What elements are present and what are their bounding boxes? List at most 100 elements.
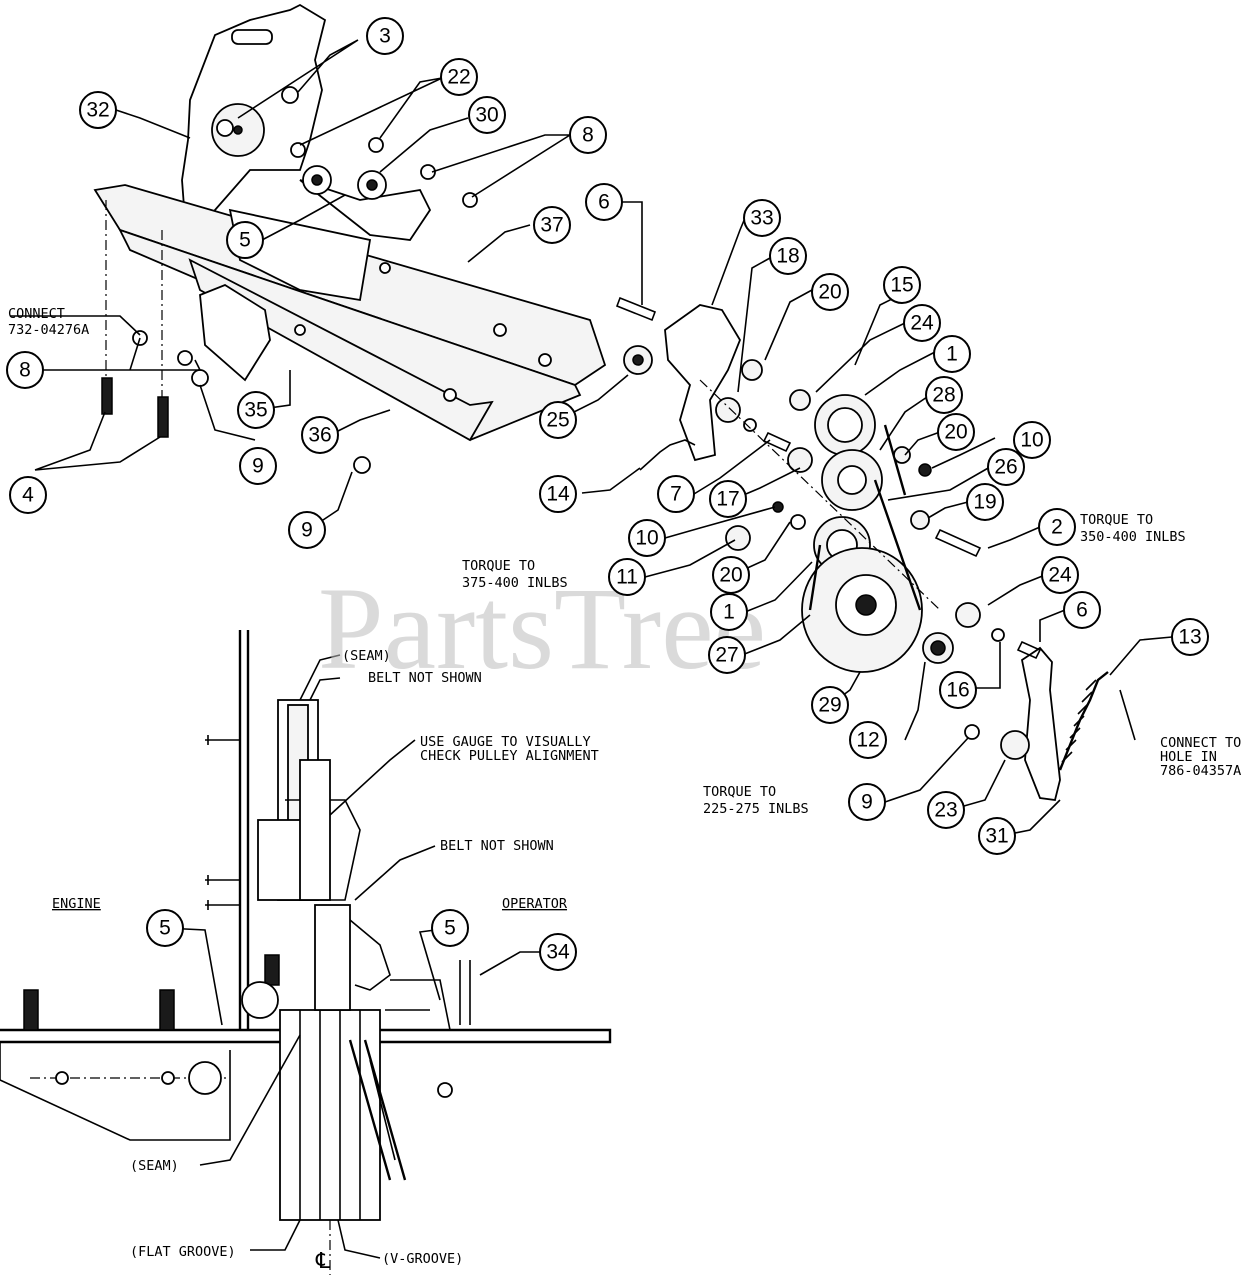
callout-29: 29 — [811, 686, 849, 724]
callout-2: 2 — [1038, 508, 1076, 546]
callout-6a: 6 — [585, 183, 623, 221]
svg-text:5: 5 — [444, 917, 456, 940]
svg-text:29: 29 — [818, 694, 841, 717]
callout-6b: 6 — [1063, 591, 1101, 629]
callout-18: 18 — [769, 237, 807, 275]
callout-1b: 1 — [710, 593, 748, 631]
callout-36: 36 — [301, 416, 339, 454]
callout-4: 4 — [9, 476, 47, 514]
label-engine: ENGINE — [52, 896, 101, 912]
svg-text:6: 6 — [598, 191, 610, 214]
svg-text:4: 4 — [22, 484, 34, 507]
svg-text:37: 37 — [540, 214, 563, 237]
pulley-assembly — [615, 296, 1109, 801]
callout-30: 30 — [468, 96, 506, 134]
svg-text:17: 17 — [716, 488, 739, 511]
callout-16: 16 — [939, 671, 977, 709]
callout-17: 17 — [709, 480, 747, 518]
note-connect-786-hole: HOLE IN — [1160, 749, 1217, 765]
callout-20a: 20 — [811, 273, 849, 311]
callout-28: 28 — [925, 376, 963, 414]
svg-text:2: 2 — [1051, 516, 1063, 539]
note-torque-375: TORQUE TO — [462, 558, 535, 574]
callout-22: 22 — [440, 58, 478, 96]
note-belt-not-shown-1: BELT NOT SHOWN — [368, 670, 482, 686]
callout-34: 34 — [539, 933, 577, 971]
svg-text:20: 20 — [818, 281, 841, 304]
callout-23: 23 — [927, 791, 965, 829]
svg-text:28: 28 — [932, 384, 955, 407]
note-torque-375-value: 375-400 INLBS — [462, 575, 568, 591]
svg-text:9: 9 — [301, 519, 313, 542]
callout-32: 32 — [79, 91, 117, 129]
frame-assembly — [93, 3, 607, 474]
callout-20c: 20 — [712, 556, 750, 594]
note-gauge-line2: CHECK PULLEY ALIGNMENT — [420, 748, 599, 764]
svg-text:19: 19 — [973, 491, 996, 514]
callout-8b: 8 — [6, 351, 44, 389]
callout-9a: 9 — [239, 447, 277, 485]
note-gauge: USE GAUGE TO VISUALLY — [420, 734, 591, 750]
callout-35: 35 — [237, 391, 275, 429]
svg-text:31: 31 — [985, 825, 1008, 848]
callout-26: 26 — [987, 448, 1025, 486]
svg-text:22: 22 — [447, 66, 470, 89]
note-connect-732-part: 732-04276A — [8, 322, 89, 338]
svg-text:8: 8 — [582, 124, 594, 147]
note-connect-786: CONNECT TO — [1160, 735, 1241, 751]
svg-text:15: 15 — [890, 274, 913, 297]
svg-text:10: 10 — [1020, 429, 1043, 452]
callout-24b: 24 — [1041, 556, 1079, 594]
svg-text:24: 24 — [910, 312, 934, 335]
callout-20b: 20 — [937, 413, 975, 451]
note-seam-top: (SEAM) — [342, 648, 391, 664]
svg-text:11: 11 — [616, 566, 638, 589]
callout-10a: 10 — [1013, 421, 1051, 459]
note-torque-350: TORQUE TO — [1080, 512, 1153, 528]
svg-text:6: 6 — [1076, 599, 1088, 622]
leader-lines — [10, 39, 1173, 1259]
svg-text:26: 26 — [994, 456, 1017, 479]
svg-text:32: 32 — [86, 99, 109, 122]
note-seam-bottom: (SEAM) — [130, 1158, 179, 1174]
callout-7: 7 — [657, 475, 695, 513]
svg-text:12: 12 — [856, 729, 879, 752]
svg-text:25: 25 — [546, 409, 569, 432]
callout-9b: 9 — [288, 511, 326, 549]
label-operator: OPERATOR — [502, 896, 568, 912]
svg-text:34: 34 — [546, 941, 570, 964]
svg-text:13: 13 — [1178, 626, 1201, 649]
callout-11: 11 — [608, 558, 646, 596]
svg-text:9: 9 — [861, 791, 873, 814]
svg-text:14: 14 — [546, 483, 570, 506]
svg-text:10: 10 — [635, 527, 658, 550]
notes: CONNECT 732-04276A TORQUE TO 375-400 INL… — [8, 306, 1241, 1274]
svg-text:5: 5 — [159, 917, 171, 940]
note-torque-350-value: 350-400 INLBS — [1080, 529, 1186, 545]
callout-25: 25 — [539, 401, 577, 439]
callout-12: 12 — [849, 721, 887, 759]
note-belt-not-shown-2: BELT NOT SHOWN — [440, 838, 554, 854]
svg-text:8: 8 — [19, 359, 31, 382]
callout-37: 37 — [533, 206, 571, 244]
svg-text:35: 35 — [244, 399, 267, 422]
note-flat-groove: (FLAT GROOVE) — [130, 1244, 236, 1260]
callout-27: 27 — [708, 636, 746, 674]
svg-text:5: 5 — [239, 229, 251, 252]
note-torque-225: TORQUE TO — [703, 784, 776, 800]
svg-text:20: 20 — [944, 421, 967, 444]
centerline-symbol: ℄ — [315, 1249, 331, 1274]
callout-9c: 9 — [848, 783, 886, 821]
svg-text:36: 36 — [308, 424, 331, 447]
callout-3: 3 — [366, 17, 404, 55]
side-view — [0, 630, 612, 1275]
callout-10b: 10 — [628, 519, 666, 557]
svg-text:1: 1 — [723, 601, 735, 624]
callout-31: 31 — [978, 817, 1016, 855]
svg-text:30: 30 — [475, 104, 498, 127]
svg-text:9: 9 — [252, 455, 264, 478]
callout-15: 15 — [883, 266, 921, 304]
note-torque-225-value: 225-275 INLBS — [703, 801, 809, 817]
watermark: PartsTree — [318, 563, 766, 694]
